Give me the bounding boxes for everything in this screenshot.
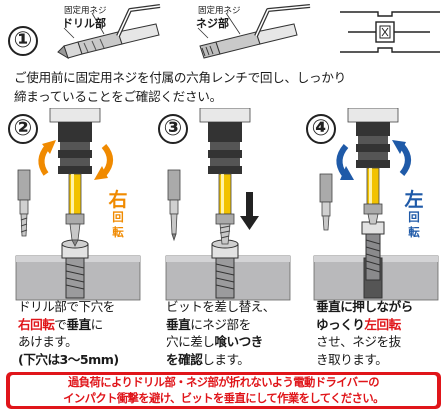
drill-bit [57,23,160,60]
spare-bit [319,173,333,231]
step3-line-1: ビットを差し替え、 [166,299,275,314]
leader-lines [197,12,241,39]
label-fixing-screw-1: 固定用ネジ [64,6,107,16]
spare-bit [167,169,181,242]
step2-line-2: 右回転で垂直に [18,316,158,334]
drill-chuck [49,108,101,174]
warning-line-1: 過負荷によりドリル部・ネジ部が折れないよう電動ドライバーの [68,376,380,389]
rotation-direction-big: 左 [404,189,424,211]
step1-chuck-outline-illustration [340,11,440,53]
step2-drilling-illustration [15,108,141,301]
step3-number: ③ [158,114,188,144]
label-screw-part: ネジ部 [196,17,229,30]
step2-text-2: で [54,316,67,332]
screw-bit [215,173,235,245]
step3-text-2: にネジ部を [190,316,251,332]
step2-line-1: ドリル部で下穴を [18,299,115,314]
step4-number: ④ [306,114,336,144]
step3-text-4: します。 [202,351,250,367]
label-drill-part: ドリル部 [62,17,106,30]
rotate-left-arrow-icon [336,144,411,176]
step4-line-4: き取ります。 [316,351,388,367]
step2-rotation-label: 右 回 転 [106,190,130,240]
step3-bold-3: を確認 [166,351,203,367]
drill-chuck [199,108,251,174]
broken-screw [211,239,239,299]
step4-description: 垂直に押しながら ゆっくり左回転 させ、ネジを抜 き取ります。 [316,298,446,368]
step4-bold-2: ゆっくり [316,316,365,332]
step1-drill-bit-illustration [57,4,161,60]
step3-line-3: 穴に差し喰いつき [166,333,306,351]
screw-bit [199,23,298,59]
step2-description: ドリル部で下穴を 右回転で垂直に あけます。 (下穴は3〜5mm) [18,298,158,368]
step2-number: ② [8,114,38,144]
step4-line-1: 垂直に押しながら [316,299,413,314]
step3-line-2: 垂直にネジ部を [166,316,306,334]
step4-line-2: ゆっくり左回転 [316,316,446,334]
warning-text: 過負荷によりドリル部・ネジ部が折れないよう電動ドライバーの インパクト衝撃を避け… [10,375,437,406]
step4-rotation-label: 左 回 転 [402,190,426,240]
intro-line-1: ご使用前に固定用ネジを付属の六角レンチで回し、しっかり [14,70,346,85]
step3-insert-screw-bit-illustration [165,108,291,301]
step3-bold-1: 垂直 [166,316,191,332]
step2-text-3: に [90,316,104,332]
label-fixing-screw-2: 固定用ネジ [198,6,241,16]
rotation-direction-big: 右 [108,189,128,211]
step2-bold-text: 垂直 [66,316,91,332]
intro-line-2: 締まっていることをご確認ください。 [14,89,222,104]
rotation-word-2: 転 [408,225,420,239]
rotation-word-2: 転 [112,225,124,239]
spare-bit [17,169,31,237]
step3-description: ビットを差し替え、 垂直にネジ部を 穴に差し喰いつき を確認します。 [166,298,306,368]
step1-screw-bit-illustration [199,4,311,59]
broken-screw [61,239,89,299]
step4-red-text: 左回転 [364,316,401,332]
step2-line-3: あけます。 [18,334,78,349]
step2-line-4: (下穴は3〜5mm) [18,351,119,367]
step4-line-3: させ、ネジを抜 [316,334,401,349]
intro-instruction: ご使用前に固定用ネジを付属の六角レンチで回し、しっかり 締まっていることをご確認… [14,68,439,106]
warning-banner: 過負荷によりドリル部・ネジ部が折れないよう電動ドライバーの インパクト衝撃を避け… [6,372,441,409]
drill-bit [65,173,85,247]
step2-red-text: 右回転 [18,316,55,332]
leader-lines [63,12,105,39]
drill-chuck [347,108,399,168]
step3-text-3: 穴に差し [166,334,215,349]
step4-extract-screw-illustration [313,108,439,301]
screw-bit [363,167,383,225]
rotation-word-1: 回 [408,210,420,224]
rotation-word-1: 回 [112,210,124,224]
step3-line-4: を確認します。 [166,351,306,369]
warning-line-2: インパクト衝撃を避け、ビットを垂直にして作業をしてください。 [63,391,384,405]
step1-number: ① [8,26,38,56]
step3-bold-2: 喰いつき [214,334,263,349]
push-down-arrow-icon [240,192,259,230]
